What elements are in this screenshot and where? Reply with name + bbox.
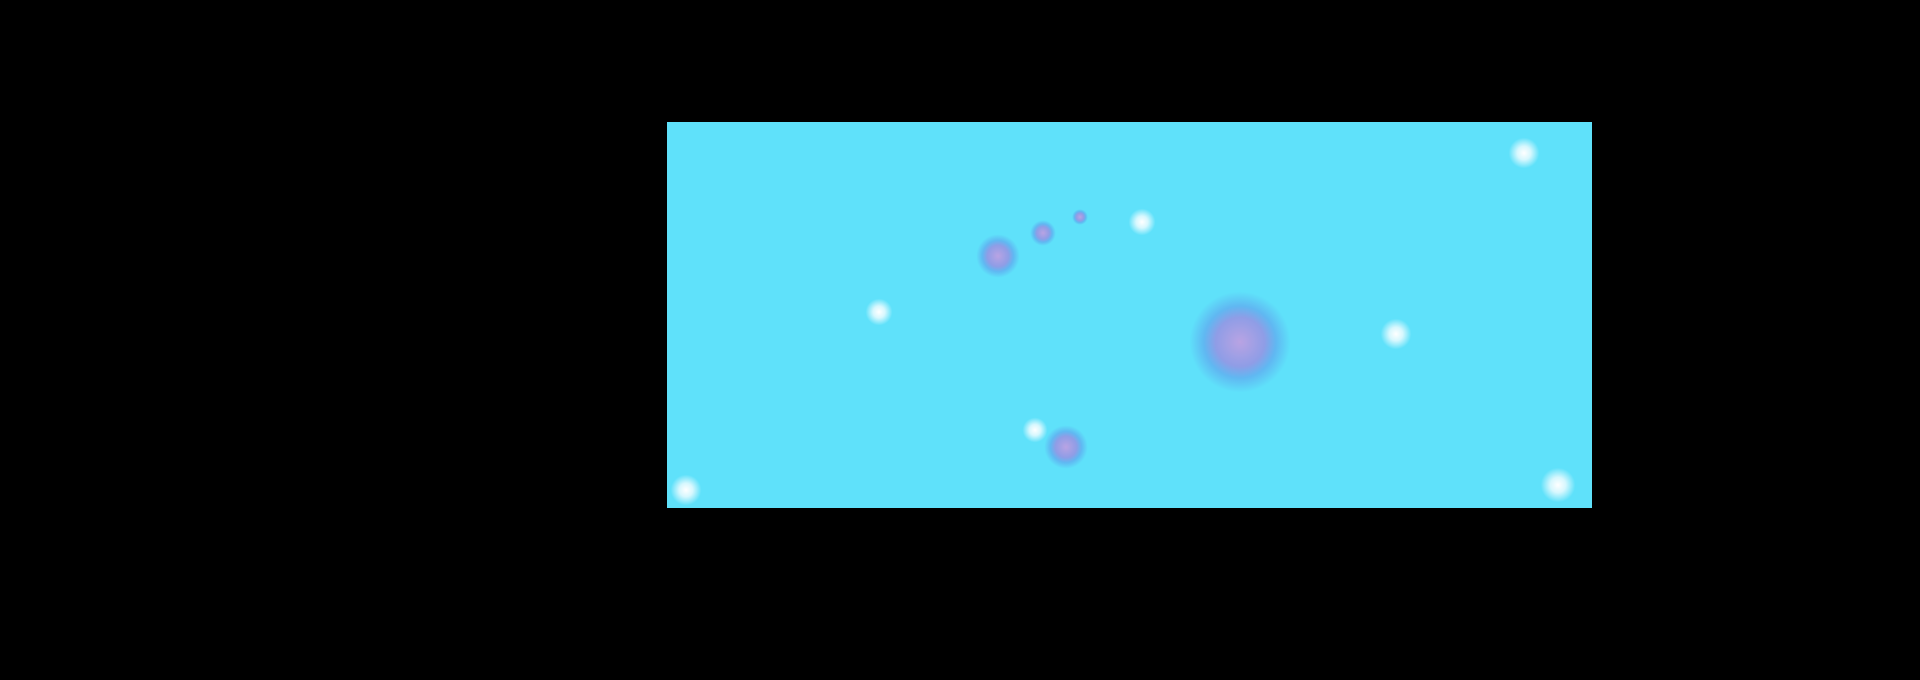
game-canvas[interactable] xyxy=(667,122,1592,508)
bubble-white[interactable] xyxy=(670,474,702,506)
bubble-white[interactable] xyxy=(1127,207,1157,237)
bubble-white[interactable] xyxy=(864,297,894,327)
bubble-purple[interactable] xyxy=(1072,209,1088,225)
bubble-white[interactable] xyxy=(1508,137,1540,169)
bubble-purple[interactable] xyxy=(1043,424,1089,470)
bubble-purple[interactable] xyxy=(1030,220,1056,246)
bubble-white[interactable] xyxy=(1380,318,1412,350)
bubble-white[interactable] xyxy=(1540,467,1576,503)
bubble-purple[interactable] xyxy=(975,233,1021,279)
bubble-white[interactable] xyxy=(1022,417,1048,443)
bubble-purple[interactable] xyxy=(1188,290,1292,394)
